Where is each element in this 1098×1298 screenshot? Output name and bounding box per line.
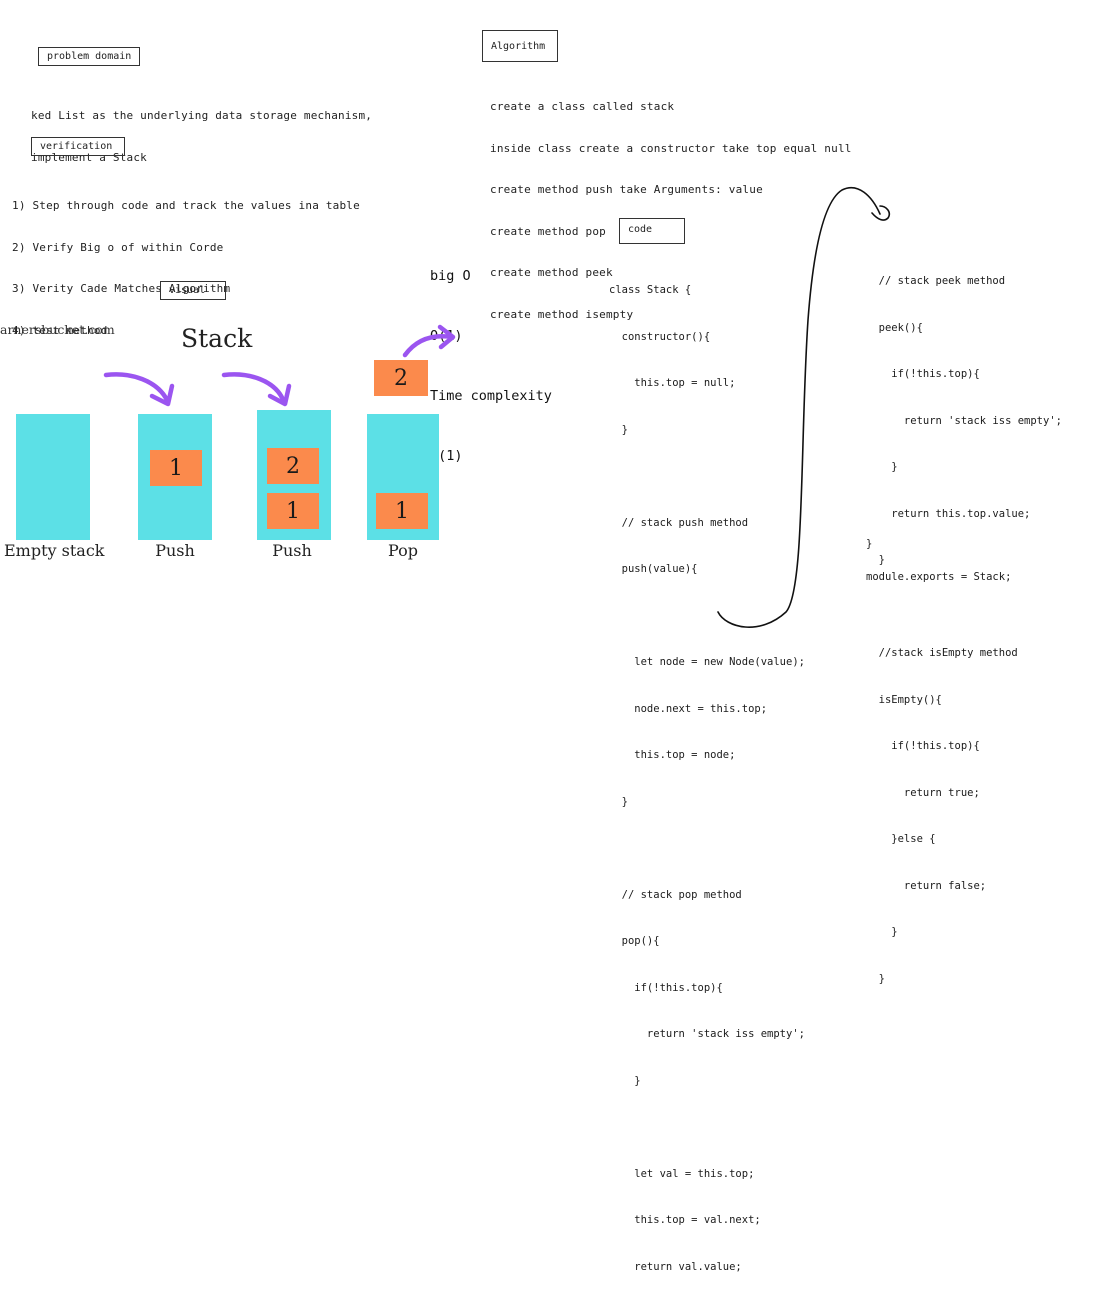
code-line: }	[866, 554, 885, 566]
code-line: constructor(){	[609, 330, 711, 343]
algorithm-label: Algorithm	[482, 30, 558, 62]
push-arrow-two	[221, 372, 287, 405]
caption-push: Push	[155, 541, 195, 560]
code-line: class Stack {	[609, 284, 692, 296]
code-line: this.top = null;	[609, 377, 736, 389]
code-line: }	[866, 972, 885, 985]
code-line: if(!this.top){	[866, 740, 980, 752]
source-watermark: arnersbucket.com	[0, 322, 115, 337]
code-line: if(!this.top){	[866, 368, 980, 380]
class-closing-brace: }	[866, 538, 873, 550]
code-line: this.top = val.next;	[609, 1214, 761, 1226]
push-arrow-one	[103, 372, 171, 405]
algorithm-step: create method peek	[490, 266, 613, 279]
diagram-arrows	[103, 187, 891, 628]
code-line: return 'stack iss empty';	[866, 414, 1062, 427]
code-line: return this.top.value;	[866, 507, 1031, 520]
problem-domain-line: implement a Stack	[31, 150, 147, 164]
stack-item-one: 1	[376, 493, 428, 529]
visual-label: visual	[160, 281, 226, 300]
code-line: node.next = this.top;	[609, 702, 768, 715]
stack-item-two: 2	[267, 448, 319, 484]
code-line: let val = this.top;	[609, 1167, 755, 1180]
problem-domain-line: ked List as the underlying data storage …	[31, 109, 373, 122]
big-o-line: Time complexity	[430, 388, 552, 404]
code-line: // stack pop method	[609, 888, 742, 901]
popped-item-two: 2	[374, 360, 428, 396]
algorithm-steps: create a class called stack inside class…	[490, 74, 852, 336]
verification-step: 1) Step through code and track the value…	[12, 199, 360, 212]
code-line: }	[609, 1074, 641, 1087]
code-line: if(!this.top){	[609, 981, 723, 994]
code-line: // stack push method	[609, 516, 749, 529]
stack-diagram-title: Stack	[181, 324, 253, 353]
code-line: }	[609, 795, 628, 808]
big-o-line: big O	[430, 268, 471, 284]
stack-item-one: 1	[267, 493, 319, 529]
code-line: peek(){	[866, 321, 923, 334]
verification-step: 4) test method	[12, 323, 108, 337]
algorithm-step: create a class called stack	[490, 100, 675, 113]
pop-arrow-head	[437, 324, 456, 350]
code-line: isEmpty(){	[866, 693, 942, 706]
code-line: push(value){	[609, 563, 698, 575]
pop-arrow	[402, 334, 455, 358]
code-line: return 'stack iss empty';	[609, 1028, 805, 1040]
verification-label: verification	[31, 137, 125, 156]
code-continuation-connector	[717, 187, 881, 628]
verification-step: 2) Verify Big o of within Corde	[12, 240, 224, 254]
algorithm-step: create method push take Arguments: value	[490, 183, 763, 196]
stack-item-one: 1	[150, 450, 202, 486]
code-line: this.top = node;	[609, 749, 736, 761]
code-line	[609, 1120, 805, 1136]
code-label: code	[619, 218, 685, 244]
code-line: }	[866, 926, 898, 938]
algorithm-step: create method isempty	[490, 307, 634, 321]
code-line: }else {	[866, 833, 936, 845]
verification-step: 3) Verity Cade Matches Algorithm	[12, 282, 231, 295]
caption-pop: Pop	[388, 541, 418, 560]
algorithm-step: inside class create a constructor take t…	[490, 141, 852, 155]
caption-empty-stack: Empty stack	[4, 541, 105, 560]
push-arrow-one-head	[149, 383, 175, 407]
code-line: let node = new Node(value);	[609, 656, 805, 668]
code-line: return true;	[866, 786, 980, 799]
verification-list: 1) Step through code and track the value…	[12, 173, 360, 352]
code-line: return val.value;	[609, 1260, 742, 1273]
code-line: // stack peek method	[866, 275, 1006, 287]
problem-domain-text: ked List as the underlying data storage …	[31, 83, 372, 179]
code-continuation-arrowhead	[871, 205, 891, 221]
code-line: }	[866, 461, 898, 473]
code-line	[609, 841, 805, 857]
empty-stack	[16, 414, 90, 540]
problem-domain-label: problem domain	[38, 47, 140, 66]
code-line: return false;	[866, 879, 987, 892]
module-exports-line: module.exports = Stack;	[866, 571, 1012, 583]
caption-push: Push	[272, 541, 312, 560]
code-line: pop(){	[609, 935, 660, 947]
algorithm-step: create method pop	[490, 224, 606, 238]
code-line: }	[609, 423, 628, 436]
push-arrow-two-head	[267, 383, 292, 407]
